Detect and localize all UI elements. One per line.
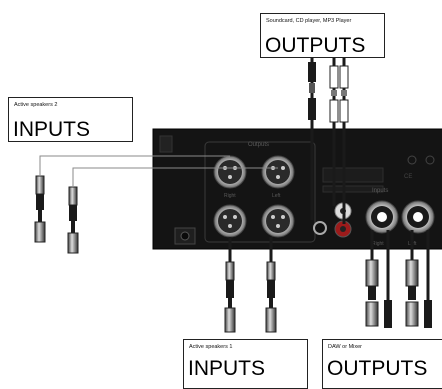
jack-label-left-top: Left [272, 193, 281, 199]
xlr-output-socket-left-top [261, 155, 295, 189]
top-rca-cable-red [339, 58, 349, 224]
jack-cable-bottom-4 [424, 230, 432, 328]
label-outputs-top-caption: Soundcard, CD player, MP3 Player [266, 18, 352, 24]
label-outputs-top-title: OUTPUTS [265, 34, 366, 57]
combo-input-socket-right [365, 200, 399, 234]
jack-label-right-top: Right [224, 193, 236, 199]
combo-input-socket-left [401, 200, 435, 234]
xlr-output-socket-right-bottom [213, 204, 247, 238]
rca-input-red [334, 220, 352, 238]
label-outputs-bottom-caption: DAW or Mixer [328, 344, 363, 350]
xlr-cable-bottom-1 [224, 237, 236, 333]
svg-text:CE: CE [404, 174, 412, 180]
label-inputs-left-caption: Active speakers 2 [14, 102, 58, 108]
xlr-cable-bottom-2 [265, 237, 277, 333]
jack-cable-bottom-1 [365, 230, 379, 327]
label-inputs-left: Active speakers 2 INPUTS [8, 97, 133, 142]
top-rca-cable-white [329, 58, 339, 206]
connection-lines-speakers-2 [39, 155, 278, 186]
inputs-section-label: Inputs [372, 188, 388, 194]
label-inputs-left-title: INPUTS [13, 118, 91, 141]
device-rear-panel: Outputs Inputs Right Left Right Left CE [152, 128, 442, 250]
aux-jack-socket [313, 221, 327, 235]
label-outputs-top: Soundcard, CD player, MP3 Player OUTPUTS [260, 13, 385, 58]
jack-label-right-bottom: Right [372, 241, 384, 247]
jack-cable-bottom-2 [384, 230, 392, 328]
xlr-output-socket-left-bottom [261, 204, 295, 238]
top-jack-cable [308, 58, 316, 220]
xlr-cable-left-2 [67, 186, 79, 254]
label-inputs-bottom: Active speakers 1 INPUTS [183, 339, 308, 389]
xlr-cable-left-1 [34, 175, 46, 243]
jack-cable-bottom-3 [405, 230, 419, 327]
xlr-output-socket-right-top [213, 155, 247, 189]
label-inputs-bottom-title: INPUTS [188, 357, 266, 380]
outputs-section-label: Outputs [248, 142, 269, 148]
label-inputs-bottom-caption: Active speakers 1 [189, 344, 233, 350]
label-outputs-bottom-title: OUTPUTS [327, 357, 428, 380]
